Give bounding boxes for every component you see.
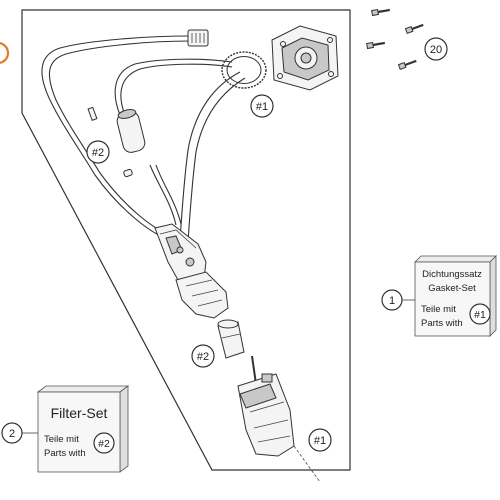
gasket-ref-label: #1	[474, 309, 486, 321]
callout-item-2[interactable]: 2	[1, 422, 23, 444]
pump-sleeve	[217, 319, 245, 359]
pump-rod	[251, 355, 257, 385]
callout-item-1[interactable]: 1	[381, 289, 403, 311]
callout-hash2-filter[interactable]: #2	[86, 140, 110, 164]
gasket-parts-de: Teile mit	[421, 304, 456, 315]
callout-hash1-bottom[interactable]: #1	[308, 428, 332, 452]
filter-ref-label: #2	[98, 438, 110, 450]
highlight-ring-icon[interactable]	[0, 42, 10, 64]
filter-parts-de: Teile mit	[44, 434, 79, 445]
callout-hash2-sleeve[interactable]: #2	[191, 344, 215, 368]
callout-label: 20	[430, 44, 442, 56]
gasket-set-box[interactable]: Dichtungssatz Gasket-Set Teile mit Parts…	[414, 255, 497, 337]
callout-label: #1	[314, 435, 326, 447]
filter-set-title: Filter-Set	[51, 405, 108, 421]
leader-line	[293, 445, 321, 483]
gasket-title-en: Gasket-Set	[428, 283, 476, 294]
callout-screws[interactable]: 20	[424, 37, 448, 61]
inline-fuel-filter	[87, 106, 146, 178]
filter-parts-en: Parts with	[44, 448, 86, 459]
fuel-hoses	[41, 35, 246, 243]
assembly-outline	[21, 9, 351, 471]
gasket-title-de: Dichtungssatz	[422, 269, 482, 280]
callout-label: #1	[256, 101, 268, 113]
hose-connector	[187, 29, 209, 47]
lower-filter-housing	[237, 373, 295, 457]
filter-set-box[interactable]: Filter-Set Teile mit Parts with #2	[36, 385, 130, 473]
callout-label: #2	[92, 147, 104, 159]
flange-cover	[271, 25, 339, 91]
item-number: 1	[389, 295, 395, 307]
item-number: 2	[9, 428, 15, 440]
gasket-parts-en: Parts with	[421, 318, 463, 329]
screws	[366, 8, 424, 71]
pump-module	[154, 223, 229, 319]
gasket-ring	[221, 51, 267, 89]
callout-hash1-top[interactable]: #1	[250, 94, 274, 118]
callout-label: #2	[197, 351, 209, 363]
